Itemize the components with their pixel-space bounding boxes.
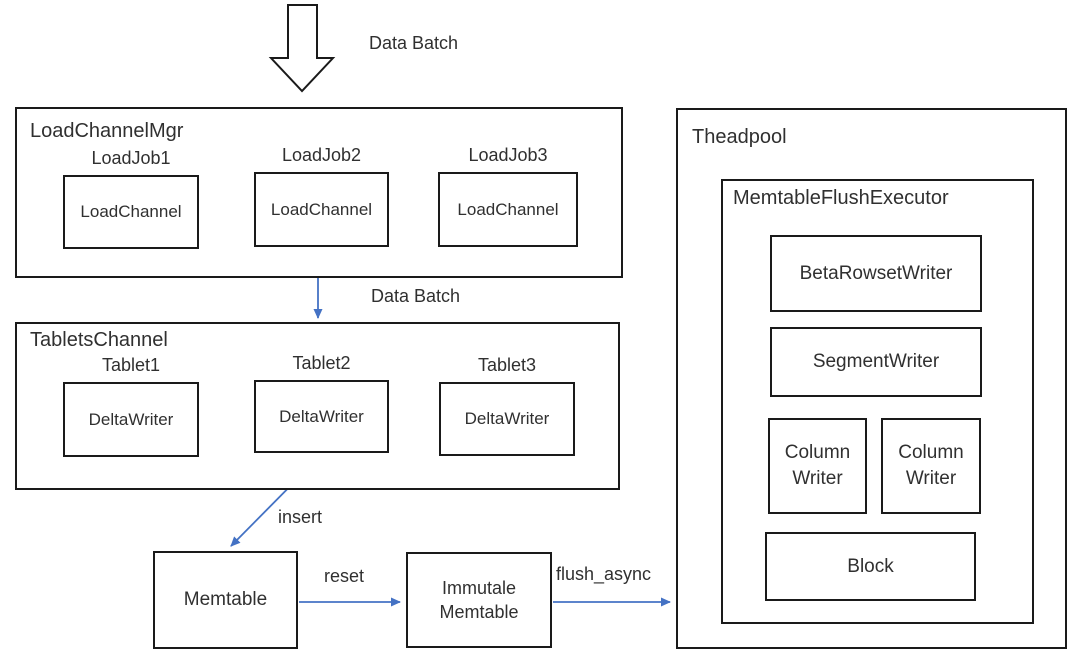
node-betarowsetwriter: BetaRowsetWriter <box>770 235 982 312</box>
segmentwriter-label: SegmentWriter <box>812 351 940 372</box>
data-batch-top-label: Data Batch <box>369 33 459 53</box>
deltawriter-2-label: DeltaWriter <box>279 406 364 426</box>
deltawriter-3-label: DeltaWriter <box>464 409 550 428</box>
node-deltawriter-1: DeltaWriter <box>63 382 199 457</box>
columnwriter-2-label: Column Writer <box>898 442 964 489</box>
node-block: Block <box>765 532 976 601</box>
node-threadpool: Theadpool MemtableFlushExecutor BetaRows… <box>676 108 1067 649</box>
deltawriter-1-label: DeltaWriter <box>88 409 174 429</box>
node-loadjob2: LoadJob2 LoadChannel <box>254 145 389 247</box>
loadjob2-label: LoadJob2 <box>281 145 362 165</box>
node-memtable: Memtable <box>153 551 298 649</box>
node-loadchannel-1: LoadChannel <box>63 175 199 249</box>
reset-label: reset <box>324 566 365 586</box>
node-segmentwriter: SegmentWriter <box>770 327 982 397</box>
node-tablet2: Tablet2 DeltaWriter <box>254 353 389 453</box>
flush-async-label: flush_async <box>556 564 652 584</box>
insert-label: insert <box>278 507 323 527</box>
tablet2-label: Tablet2 <box>292 353 351 373</box>
node-tablet1: Tablet1 DeltaWriter <box>63 355 199 457</box>
node-loadjob1: LoadJob1 LoadChannel <box>63 148 199 249</box>
node-loadchannel-3: LoadChannel <box>438 172 578 247</box>
block-label: Block <box>847 555 894 577</box>
node-loadchannelmgr: LoadChannelMgr LoadJob1 LoadChannel Load… <box>15 107 623 278</box>
node-loadchannel-2: LoadChannel <box>254 172 389 247</box>
memtableflushexecutor-title: MemtableFlushExecutor <box>733 187 949 209</box>
columnwriter-1-label: Column Writer <box>784 442 851 489</box>
loadchannel-1-label: LoadChannel <box>80 202 182 221</box>
tablet3-label: Tablet3 <box>477 355 537 375</box>
node-deltawriter-3: DeltaWriter <box>439 382 575 456</box>
node-tabletschannel: TabletsChannel Tablet1 DeltaWriter Table… <box>15 322 620 490</box>
loadchannel-2-label: LoadChannel <box>270 199 373 219</box>
loadjob3-label: LoadJob3 <box>468 145 548 165</box>
loadchannelmgr-title: LoadChannelMgr <box>30 120 184 142</box>
node-tablet3: Tablet3 DeltaWriter <box>439 355 575 456</box>
data-batch-block-arrow-icon <box>268 4 336 93</box>
node-columnwriter-2: Column Writer <box>881 418 981 514</box>
tabletschannel-title: TabletsChannel <box>30 329 168 351</box>
threadpool-title: Theadpool <box>692 126 787 148</box>
loadchannel-3-label: LoadChannel <box>457 199 559 219</box>
memtable-label: Memtable <box>183 589 268 610</box>
node-columnwriter-1: Column Writer <box>768 418 867 514</box>
betarowsetwriter-label: BetaRowsetWriter <box>799 262 953 284</box>
node-immutable-memtable: Immutale Memtable <box>406 552 552 648</box>
immutable-memtable-line2: Memtable <box>439 602 519 622</box>
data-batch-mid-label: Data Batch <box>371 286 461 306</box>
tablet1-label: Tablet1 <box>101 355 161 375</box>
immutable-memtable-line1: Immutale <box>441 577 517 598</box>
loadjob1-label: LoadJob1 <box>91 148 171 168</box>
node-loadjob3: LoadJob3 LoadChannel <box>438 145 578 247</box>
node-memtableflushexecutor: MemtableFlushExecutor BetaRowsetWriter S… <box>721 179 1034 624</box>
node-deltawriter-2: DeltaWriter <box>254 380 389 453</box>
